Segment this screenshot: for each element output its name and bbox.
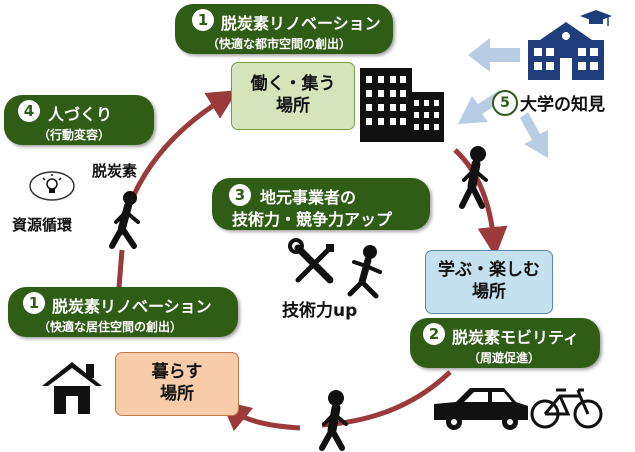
walking-person-icon — [109, 191, 140, 249]
banner-subtitle: （周遊促進） — [468, 351, 541, 365]
place-live: 暮らす 場所 — [115, 352, 239, 416]
city-buildings-icon — [360, 68, 444, 142]
place-line1: 学ぶ・楽しむ — [438, 260, 540, 280]
place-work: 働く・集う 場所 — [231, 62, 355, 130]
banner-title: 人づくり — [48, 105, 113, 124]
banner-number: 1 — [192, 9, 214, 31]
place-line2: 場所 — [276, 96, 310, 116]
banner-title: 地元事業者の — [260, 188, 357, 207]
banner-number: 2 — [423, 323, 445, 345]
bicycle-icon — [530, 388, 603, 429]
house-icon — [42, 362, 102, 414]
place-line2: 場所 — [160, 384, 194, 404]
label-university-knowledge: 大学の知見 — [520, 95, 605, 115]
place-line1: 働く・集う — [250, 74, 336, 94]
banner-subtitle: （快適な居住空間の創出） — [38, 320, 183, 334]
label-resource-circulation: 資源循環 — [12, 216, 73, 234]
banner-human-development: 4 人づくり （行動変容） — [4, 95, 154, 145]
banner-title: 脱炭素リノベーション — [52, 297, 212, 316]
knowledge-arrow-left — [468, 38, 520, 72]
banner-subtitle: 技術力・競争力アップ — [232, 210, 393, 229]
cycle-arrow-top-to-right — [453, 148, 508, 257]
banner-title: 脱炭素モビリティ — [452, 328, 580, 347]
label-tech-up: 技術力up — [282, 301, 358, 321]
university-number: 5 — [492, 90, 518, 116]
graduation-cap-icon — [580, 10, 612, 26]
place-line2: 場所 — [472, 282, 506, 302]
walking-person-right-icon — [459, 146, 488, 209]
tools-icon — [288, 238, 334, 284]
walking-person-bottom-icon — [319, 390, 348, 451]
banner-decarbon-renovation-living: 1 脱炭素リノベーション （快適な居住空間の創出） — [8, 287, 238, 337]
banner-number: 3 — [229, 184, 251, 206]
place-line1: 暮らす — [151, 362, 203, 382]
lightbulb-icon — [29, 171, 75, 201]
banner-number: 1 — [23, 292, 45, 314]
banner-local-business: 3 地元事業者の 技術力・競争力アップ — [212, 178, 430, 230]
knowledge-arrow-down — [520, 112, 548, 158]
place-learn: 学ぶ・楽しむ 場所 — [425, 250, 553, 314]
banner-subtitle: （快適な都市空間の創出） — [207, 37, 352, 51]
banner-subtitle: （行動変容） — [38, 128, 111, 142]
banner-decarbon-renovation-city: 1 脱炭素リノベーション （快適な都市空間の創出） — [175, 4, 393, 54]
car-icon — [434, 388, 528, 430]
label-decarbon: 脱炭素 — [92, 162, 138, 180]
banner-title: 脱炭素リノベーション — [221, 14, 381, 33]
banner-decarbon-mobility: 2 脱炭素モビリティ （周遊促進） — [410, 318, 600, 368]
school-icon — [528, 22, 604, 80]
running-person-icon — [347, 245, 382, 299]
banner-number: 4 — [18, 100, 40, 122]
